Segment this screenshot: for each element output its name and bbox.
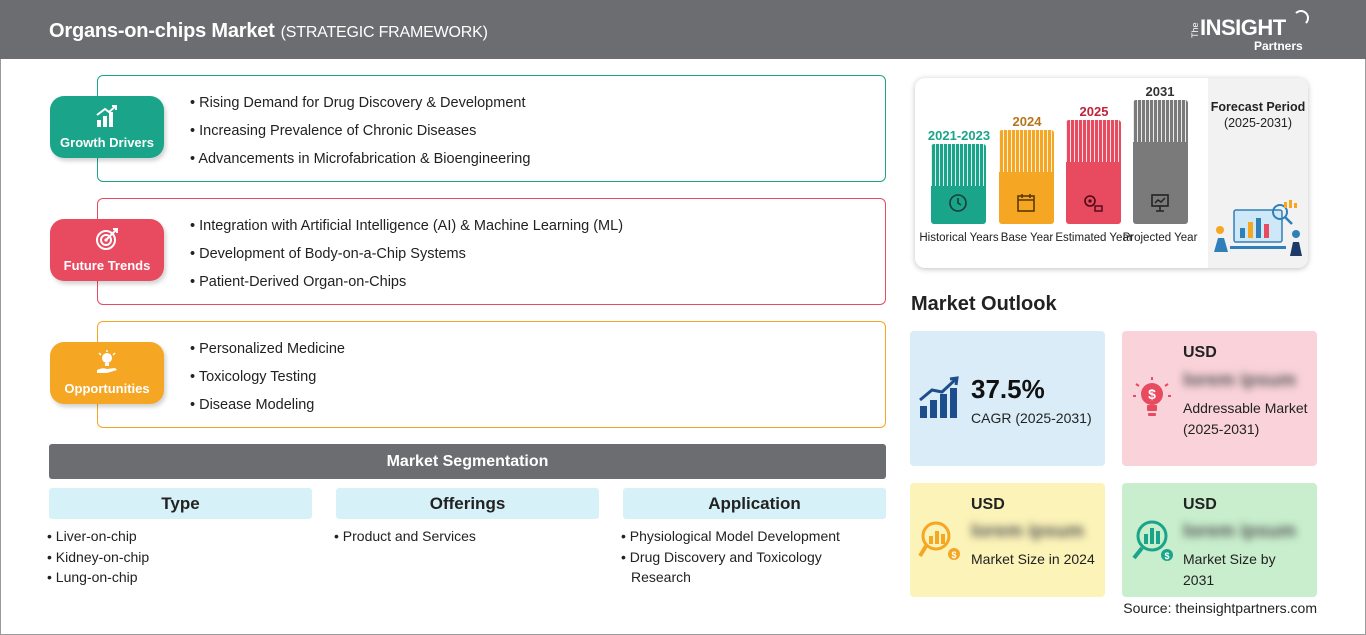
timeline-year-estimated: 2025 [1079, 104, 1109, 119]
calendar-icon [1017, 194, 1035, 212]
growth-chart-icon [919, 376, 959, 418]
size-2031-value: lorem ipsum [1183, 521, 1296, 542]
timeline-bar-historical [931, 144, 986, 224]
market-size-2024-card: $ USD lorem ipsum Market Size in 2024 [910, 483, 1105, 597]
timeline-caption-base: Base Year [1000, 232, 1054, 244]
list-item: Patient-Derived Organ-on-Chips [190, 273, 623, 301]
cagr-card: 37.5% CAGR (2025-2031) [910, 331, 1105, 466]
timeline-bar-estimated [1066, 120, 1121, 224]
growth-drivers-box: Rising Demand for Drug Discovery & Devel… [97, 75, 886, 182]
svg-text:$: $ [1148, 386, 1156, 402]
history-clock-icon [949, 194, 967, 212]
future-trends-badge: Future Trends [50, 219, 164, 281]
market-segmentation-header: Market Segmentation [49, 444, 886, 479]
list-item: Physiological Model Development [621, 526, 871, 547]
badge-label: Future Trends [63, 258, 151, 273]
size-2024-value: lorem ipsum [971, 521, 1084, 542]
timeline-caption-estimated: Estimated Year [1055, 232, 1133, 244]
addressable-label: Addressable Market (2025-2031) [1183, 400, 1308, 437]
segment-application-header: Application [623, 488, 886, 519]
gear-chart-icon [1084, 195, 1103, 212]
timeline-year-historical: 2021-2023 [927, 128, 991, 143]
badge-label: Opportunities [64, 381, 150, 396]
opportunities-list: Personalized Medicine Toxicology Testing… [190, 340, 345, 424]
segment-offerings-list: Product and Services [334, 526, 594, 547]
size-2031-label: Market Size by 2031 [1183, 551, 1276, 588]
insight-partners-logo[interactable]: The INSIGHT Partners [1190, 10, 1315, 54]
presentation-board-icon [1151, 194, 1169, 212]
page-title: Organs-on-chips Market(STRATEGIC FRAMEWO… [49, 20, 488, 42]
list-item: Toxicology Testing [190, 368, 345, 396]
list-item: Personalized Medicine [190, 340, 345, 368]
list-item: Rising Demand for Drug Discovery & Devel… [190, 94, 530, 122]
dollar-bulb-icon: $ [1133, 377, 1171, 416]
cagr-value: 37.5% [971, 374, 1045, 404]
size-2024-currency: USD [971, 496, 1005, 513]
svg-text:$: $ [1164, 551, 1169, 561]
logo-swoosh-icon [1293, 10, 1309, 26]
logo-the: The [1190, 22, 1200, 38]
svg-text:$: $ [951, 550, 956, 560]
header-bar: Organs-on-chips Market(STRATEGIC FRAMEWO… [0, 0, 1366, 59]
logo-insight: INSIGHT [1200, 15, 1286, 40]
list-item: Kidney-on-chip [47, 547, 307, 568]
timeline-caption-projected: Projected Year [1122, 232, 1198, 244]
segment-application-list: Physiological Model Development Drug Dis… [621, 526, 871, 588]
future-trends-box: Integration with Artificial Intelligence… [97, 198, 886, 305]
source-citation: Source: theinsightpartners.com [1123, 600, 1317, 616]
forecast-range: (2025-2031) [1223, 116, 1293, 130]
list-item: Product and Services [334, 526, 594, 547]
opportunities-box: Personalized Medicine Toxicology Testing… [97, 321, 886, 428]
badge-label: Growth Drivers [60, 135, 154, 150]
magnifier-chart-icon: $ [918, 521, 960, 560]
list-item: Disease Modeling [190, 396, 345, 424]
list-item: Lung-on-chip [47, 567, 307, 588]
timeline-caption-historical: Historical Years [919, 232, 999, 244]
timeline-bar-projected [1133, 100, 1188, 224]
bar-growth-icon [96, 105, 117, 127]
logo-partners: Partners [1254, 39, 1303, 53]
addressable-currency: USD [1183, 344, 1217, 361]
list-item: Drug Discovery and Toxicology Research [621, 547, 871, 588]
segment-type-header: Type [49, 488, 312, 519]
growth-drivers-badge: Growth Drivers [50, 96, 164, 158]
segment-offerings-header: Offerings [336, 488, 599, 519]
size-2031-currency: USD [1183, 496, 1217, 513]
page-subtitle: (STRATEGIC FRAMEWORK) [280, 24, 488, 41]
analytics-illustration-icon [1214, 200, 1302, 256]
list-item: Advancements in Microfabrication & Bioen… [190, 150, 530, 178]
timeline-bar-base [999, 130, 1054, 224]
timeline-year-base: 2024 [1012, 114, 1042, 129]
forecast-period-label: Forecast Period (2025-2031) [1208, 99, 1308, 131]
target-icon [96, 228, 118, 250]
list-item: Increasing Prevalence of Chronic Disease… [190, 122, 530, 150]
forecast-label: Forecast Period [1210, 100, 1306, 114]
market-outlook-title: Market Outlook [911, 293, 1057, 315]
market-size-2031-card: $ USD lorem ipsum Market Size by 2031 [1122, 483, 1317, 597]
timeline-year-projected: 2031 [1145, 84, 1175, 99]
addressable-market-card: $ USD lorem ipsum Addressable Market (20… [1122, 331, 1317, 466]
opportunities-badge: Opportunities [50, 342, 164, 404]
timeline-card: 2021-2023 Historical Years 2024 Base Yea… [915, 78, 1308, 268]
lightbulb-hand-icon [97, 350, 117, 373]
future-trends-list: Integration with Artificial Intelligence… [190, 217, 623, 301]
list-item: Liver-on-chip [47, 526, 307, 547]
segment-type-list: Liver-on-chip Kidney-on-chip Lung-on-chi… [47, 526, 307, 588]
list-item: Integration with Artificial Intelligence… [190, 217, 623, 245]
magnifier-bars-icon: $ [1132, 520, 1173, 561]
growth-drivers-list: Rising Demand for Drug Discovery & Devel… [190, 94, 530, 178]
list-item: Development of Body-on-a-Chip Systems [190, 245, 623, 273]
cagr-label: CAGR (2025-2031) [971, 410, 1092, 426]
addressable-value: lorem ipsum [1183, 370, 1296, 391]
size-2024-label: Market Size in 2024 [971, 551, 1095, 567]
